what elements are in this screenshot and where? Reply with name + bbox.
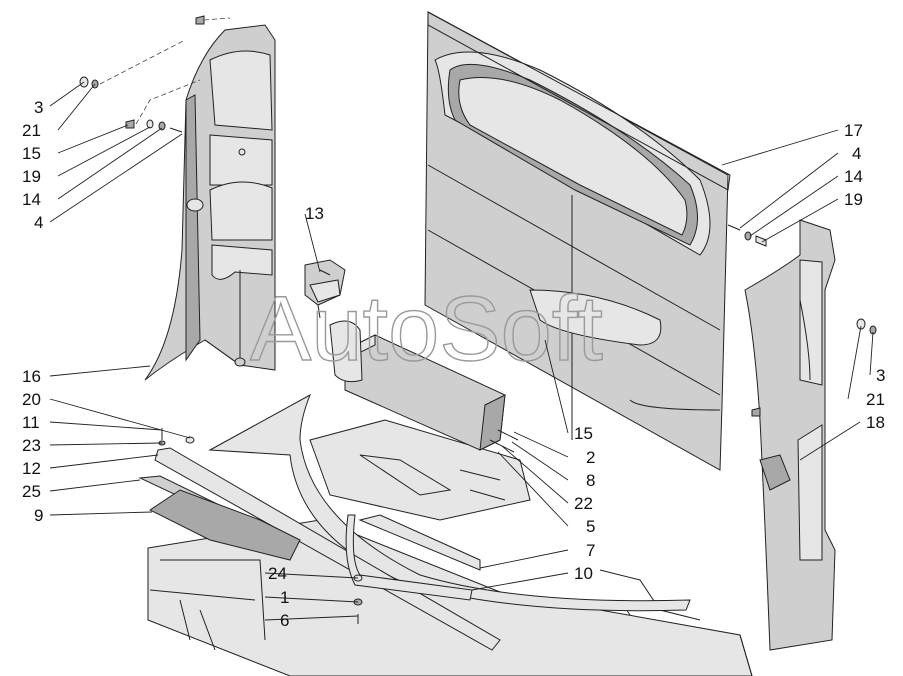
trim-bars xyxy=(138,447,501,651)
bracket-13 xyxy=(304,259,346,319)
callout-right: 4 xyxy=(852,144,861,163)
duct-box xyxy=(329,320,506,451)
callout-middle: 10 xyxy=(574,564,593,583)
callout-middle: 1 xyxy=(280,588,289,607)
right-pillar-trim xyxy=(744,219,836,651)
callout-right: 14 xyxy=(844,167,863,186)
callouts-right: 17 4 14 19 3 21 18 xyxy=(844,121,885,432)
top-screw xyxy=(195,15,205,25)
callout-middle: 22 xyxy=(574,494,593,513)
callout-left: 11 xyxy=(22,413,40,432)
callout-right: 3 xyxy=(876,366,885,385)
clip-19-right xyxy=(755,235,767,247)
watermark-text: AutoSoft xyxy=(250,278,603,380)
cab-floor xyxy=(208,393,691,612)
callout-right: 18 xyxy=(866,413,885,432)
callout-left: 16 xyxy=(22,367,41,386)
callout-middle: 15 xyxy=(574,424,593,443)
callout-left: 25 xyxy=(22,482,41,501)
plate-9 xyxy=(149,489,301,561)
callout-right: 19 xyxy=(844,190,863,209)
handle-10 xyxy=(345,514,473,601)
callout-right: 17 xyxy=(844,121,863,140)
callout-left: 21 xyxy=(22,121,41,140)
callout-middle: 5 xyxy=(586,517,595,536)
callout-left: 19 xyxy=(22,167,41,186)
callout-left: 15 xyxy=(22,144,41,163)
callout-middle: 6 xyxy=(280,611,289,630)
callout-middle: 13 xyxy=(305,204,324,223)
left-pillar-trim xyxy=(144,24,276,381)
callout-right: 21 xyxy=(866,390,885,409)
callout-middle: 2 xyxy=(586,448,595,467)
callouts-middle: 13 15 2 8 22 5 7 10 24 1 6 xyxy=(268,204,595,630)
leader-lines xyxy=(49,81,874,621)
rear-wall-panel xyxy=(424,11,731,471)
callout-left: 12 xyxy=(22,459,41,478)
right-fasteners xyxy=(727,224,877,417)
callout-left: 23 xyxy=(22,436,41,455)
callout-left: 20 xyxy=(22,390,41,409)
callouts-left: 3 21 15 19 14 4 16 20 11 23 12 25 9 xyxy=(22,98,43,525)
screw-4-right xyxy=(727,224,741,231)
bar-12 xyxy=(154,447,501,651)
callout-middle: 7 xyxy=(586,541,595,560)
bushing-14 xyxy=(158,121,166,131)
callout-left: 14 xyxy=(22,190,41,209)
callout-middle: 8 xyxy=(586,471,595,490)
callout-left: 9 xyxy=(34,506,43,525)
washer-21-right xyxy=(856,318,866,330)
screw-4 xyxy=(169,127,183,133)
screw-15 xyxy=(125,119,135,129)
clip-19 xyxy=(146,119,154,129)
callout-left: 4 xyxy=(34,213,43,232)
callout-left: 3 xyxy=(34,98,43,117)
bushing-14-right xyxy=(744,231,752,241)
callout-middle: 24 xyxy=(268,564,287,583)
